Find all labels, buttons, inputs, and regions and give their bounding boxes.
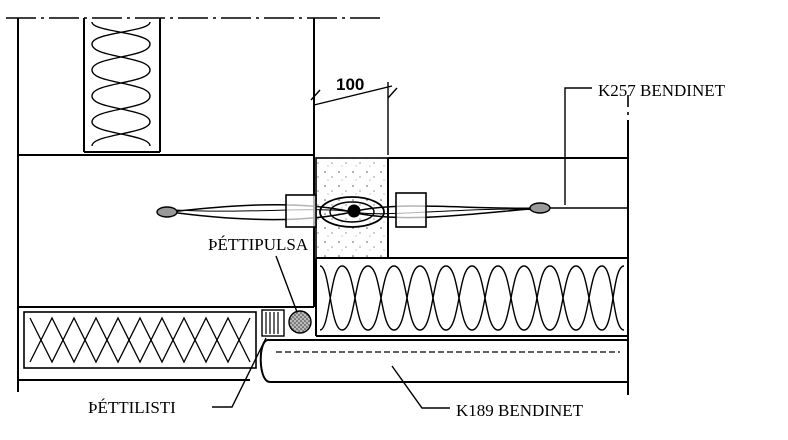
wire-connection — [156, 192, 628, 228]
pettilisti-label: ÞÉTTILISTI — [88, 398, 176, 417]
pettipulsa-leader — [275, 255, 298, 313]
upper-insulation — [91, 21, 151, 147]
pettilisti-leader — [212, 337, 267, 408]
pettipulsa-seal — [288, 310, 312, 334]
k257-leader — [564, 87, 592, 205]
bottom-facing-slab — [259, 339, 628, 383]
dimension-100 — [310, 82, 398, 155]
upper-wall-element — [17, 18, 315, 156]
k257-label: K257 BENDINET — [598, 81, 726, 100]
lower-left-insulation — [23, 311, 257, 369]
right-wall-element — [315, 120, 629, 395]
tie-rod-dot — [347, 204, 361, 218]
dimension-label: 100 — [336, 75, 364, 94]
right-insulation — [319, 265, 625, 331]
pettipulsa-label: ÞÉTTIPULSA — [208, 235, 309, 254]
k189-label: K189 BENDINET — [456, 401, 584, 420]
lower-left-element — [17, 155, 315, 392]
pettilisti-seal — [261, 309, 285, 337]
k189-leader — [391, 365, 450, 409]
